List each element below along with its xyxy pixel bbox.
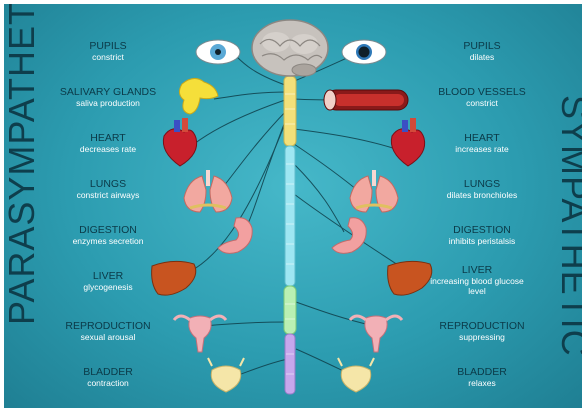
salivary-gland-icon xyxy=(178,78,219,115)
heart-icon xyxy=(390,118,426,167)
bladder-icon xyxy=(337,357,375,393)
brain-icon xyxy=(251,19,329,77)
para-label-digestion: DIGESTION enzymes secretion xyxy=(48,224,168,246)
organ-name: REPRODUCTION xyxy=(439,320,525,332)
para-label-bladder: BLADDER contraction xyxy=(48,366,168,388)
para-label-lungs: LUNGS constrict airways xyxy=(48,178,168,200)
para-label-salivary-glands: SALIVARY GLANDS saliva production xyxy=(48,86,168,108)
organ-name: LIVER xyxy=(92,270,124,282)
parasympathetic-title: PARASYMPATHETIC xyxy=(4,4,42,325)
organ-name: HEART xyxy=(464,132,500,144)
organ-name: PUPILS xyxy=(463,40,501,52)
diagram-panel: PARASYMPATHETIC SYMPATHETIC PUPILS const… xyxy=(4,4,582,408)
para-label-reproduction: REPRODUCTION sexual arousal xyxy=(48,320,168,342)
symp-label-bladder: BLADDER relaxes xyxy=(422,366,542,388)
organ-effect: sexual arousal xyxy=(80,332,136,342)
organ-effect: increases rate xyxy=(455,144,509,154)
organ-name: BLOOD VESSELS xyxy=(438,86,526,98)
organ-name: REPRODUCTION xyxy=(65,320,151,332)
eye-icon xyxy=(195,39,241,65)
symp-label-lungs: LUNGS dilates bronchioles xyxy=(422,178,542,200)
organ-effect: relaxes xyxy=(468,378,496,388)
uterus-icon xyxy=(348,314,404,353)
lungs-icon xyxy=(183,170,233,213)
symp-label-blood-vessels: BLOOD VESSELS constrict xyxy=(422,86,542,108)
organ-effect: glycogenesis xyxy=(83,282,133,292)
heart-icon xyxy=(162,118,198,167)
organ-effect: constrict airways xyxy=(76,190,140,200)
para-label-liver: LIVER glycogenesis xyxy=(48,270,168,292)
organ-name: SALIVARY GLANDS xyxy=(59,86,157,98)
organ-effect: dilates bronchioles xyxy=(446,190,518,200)
organ-effect: increasing blood glucose level xyxy=(430,276,524,296)
organ-effect: decreases rate xyxy=(79,144,137,154)
organ-name: DIGESTION xyxy=(79,224,137,236)
stomach-icon xyxy=(217,217,253,254)
lungs-icon xyxy=(349,170,399,213)
spinal-cord xyxy=(283,75,297,395)
para-label-heart: HEART decreases rate xyxy=(48,132,168,154)
diagram-graphics xyxy=(151,19,433,395)
organ-name: LIVER xyxy=(461,264,493,276)
liver-icon xyxy=(151,260,197,296)
organ-effect: constrict xyxy=(466,98,498,108)
organ-name: DIGESTION xyxy=(453,224,511,236)
organ-name: LUNGS xyxy=(89,178,127,190)
organ-effect: dilates xyxy=(469,52,495,62)
bladder-icon xyxy=(207,357,245,393)
symp-label-digestion: DIGESTION inhibits peristalsis xyxy=(422,224,542,246)
organ-name: LUNGS xyxy=(463,178,501,190)
organ-effect: saliva production xyxy=(76,98,140,108)
uterus-icon xyxy=(172,314,228,353)
blood-vessel-icon xyxy=(323,89,409,111)
organ-effect: contraction xyxy=(87,378,129,388)
symp-label-reproduction: REPRODUCTION suppressing xyxy=(422,320,542,342)
symp-label-liver: LIVER increasing blood glucose level xyxy=(422,264,532,296)
sympathetic-title: SYMPATHETIC xyxy=(554,95,582,357)
stomach-icon xyxy=(331,217,367,254)
symp-label-heart: HEART increases rate xyxy=(422,132,542,154)
para-label-pupils: PUPILS constrict xyxy=(48,40,168,62)
organ-effect: suppressing xyxy=(459,332,505,342)
eye-dilated-icon xyxy=(341,39,387,65)
liver-icon xyxy=(387,260,433,296)
organ-name: BLADDER xyxy=(457,366,507,378)
organ-effect: inhibits peristalsis xyxy=(448,236,516,246)
symp-label-pupils: PUPILS dilates xyxy=(422,40,542,62)
organ-effect: enzymes secretion xyxy=(72,236,144,246)
organ-effect: constrict xyxy=(92,52,124,62)
organ-name: PUPILS xyxy=(89,40,127,52)
organ-name: BLADDER xyxy=(83,366,133,378)
organ-name: HEART xyxy=(90,132,126,144)
